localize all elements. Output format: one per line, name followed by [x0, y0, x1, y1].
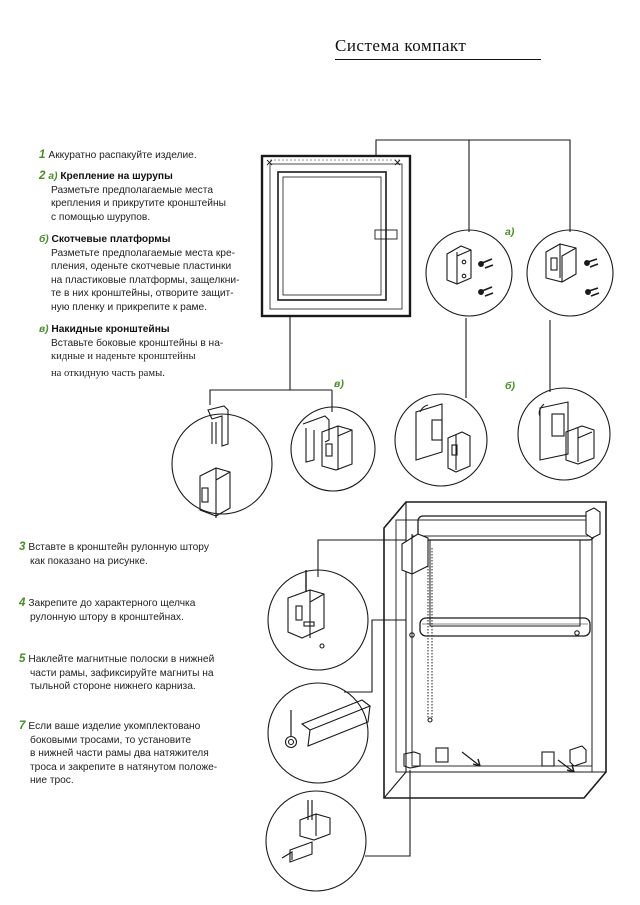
- step-5-number: 5: [19, 653, 26, 665]
- detail-hook-bracket-left: [171, 405, 273, 518]
- detail-adhesive-platform-right: [517, 387, 611, 481]
- step-2b-line: на пластиковые платформы, защелкни-: [51, 274, 240, 286]
- title-underline: [335, 59, 541, 60]
- step-7-number: 7: [19, 720, 26, 732]
- step-2b-line: пления, оденьте скотчевые пластинки: [51, 261, 232, 273]
- step-2a-line: Разметьте предполагаемые места: [51, 184, 213, 196]
- step-2b-heading: Скотчевые платформы: [51, 234, 171, 245]
- step-2b-line: Разметьте предполагаемые места кре-: [51, 247, 236, 259]
- step-7-line: ние трос.: [30, 775, 74, 787]
- step-2c-heading: Накидные кронштейны: [51, 324, 170, 335]
- window-frame-diagram: [260, 154, 412, 318]
- step-2c-line: кидные и наденьте кронштейны: [51, 351, 196, 363]
- page-title: Система компакт: [335, 36, 467, 55]
- step-2c-line: Вставьте боковые кронштейны в на-: [51, 337, 224, 349]
- step-2b: б) Скотчевые платформы Разметьте предпол…: [39, 233, 239, 315]
- label-variant-b: б): [505, 380, 515, 392]
- step-2a-line: с помощью шурупов.: [51, 211, 151, 223]
- step-2-number: 2: [39, 170, 46, 182]
- detail-cable-tensioner: [265, 790, 367, 892]
- step-2a-letter: а): [48, 171, 58, 182]
- step-7-line: Если ваше изделие укомплектовано: [28, 721, 201, 732]
- step-1-text: Аккуратно распакуйте изделие.: [48, 150, 197, 161]
- label-variant-v: в): [334, 378, 344, 390]
- window-with-roller-blind: [383, 501, 607, 799]
- step-4-number: 4: [19, 597, 26, 609]
- step-2a-line: крепления и прикрутите кронштейны: [51, 198, 226, 210]
- detail-insert-blind: [267, 569, 369, 671]
- step-3-number: 3: [19, 541, 26, 553]
- step-3-line: как показано на рисунке.: [30, 555, 148, 567]
- step-2b-line: ную пленку и прикрепите к раме.: [51, 301, 207, 313]
- label-variant-a: а): [505, 226, 515, 238]
- detail-adhesive-platform-left: [394, 393, 488, 487]
- step-5-line: тыльной стороне нижнего карниза.: [30, 681, 196, 693]
- detail-screw-bracket-left: [425, 229, 513, 317]
- step-2c-letter: в): [39, 324, 49, 335]
- step-2b-line: те в них кронштейны, отворите защит-: [51, 288, 234, 300]
- detail-magnet-bar: [267, 682, 372, 784]
- detail-hook-bracket-right: [290, 406, 376, 492]
- step-1-number: 1: [39, 149, 46, 161]
- step-2a-heading: Крепление на шурупы: [60, 171, 173, 182]
- step-5-line: Наклейте магнитные полоски в нижней: [28, 654, 215, 665]
- step-2c: в) Накидные кронштейны Вставьте боковые …: [39, 323, 223, 380]
- step-5-line: части рамы, зафиксируйте магниты на: [30, 667, 214, 679]
- step-7-line: боковыми тросами, то установите: [30, 734, 192, 746]
- detail-screw-bracket-right: [526, 229, 614, 317]
- step-2b-letter: б): [39, 234, 49, 245]
- step-4-line: Закрепите до характерного щелчка: [28, 598, 196, 609]
- step-2c-line: на откидную часть рамы.: [51, 367, 165, 379]
- step-3-line: Вставте в кронштейн рулонную штору: [28, 542, 209, 553]
- step-7-line: в нижней части рамы два натяжителя: [30, 748, 209, 760]
- step-4-line: рулонную штору в кронштейнах.: [30, 611, 184, 623]
- step-7-line: троса и закрепите в натянутом положе-: [30, 761, 218, 773]
